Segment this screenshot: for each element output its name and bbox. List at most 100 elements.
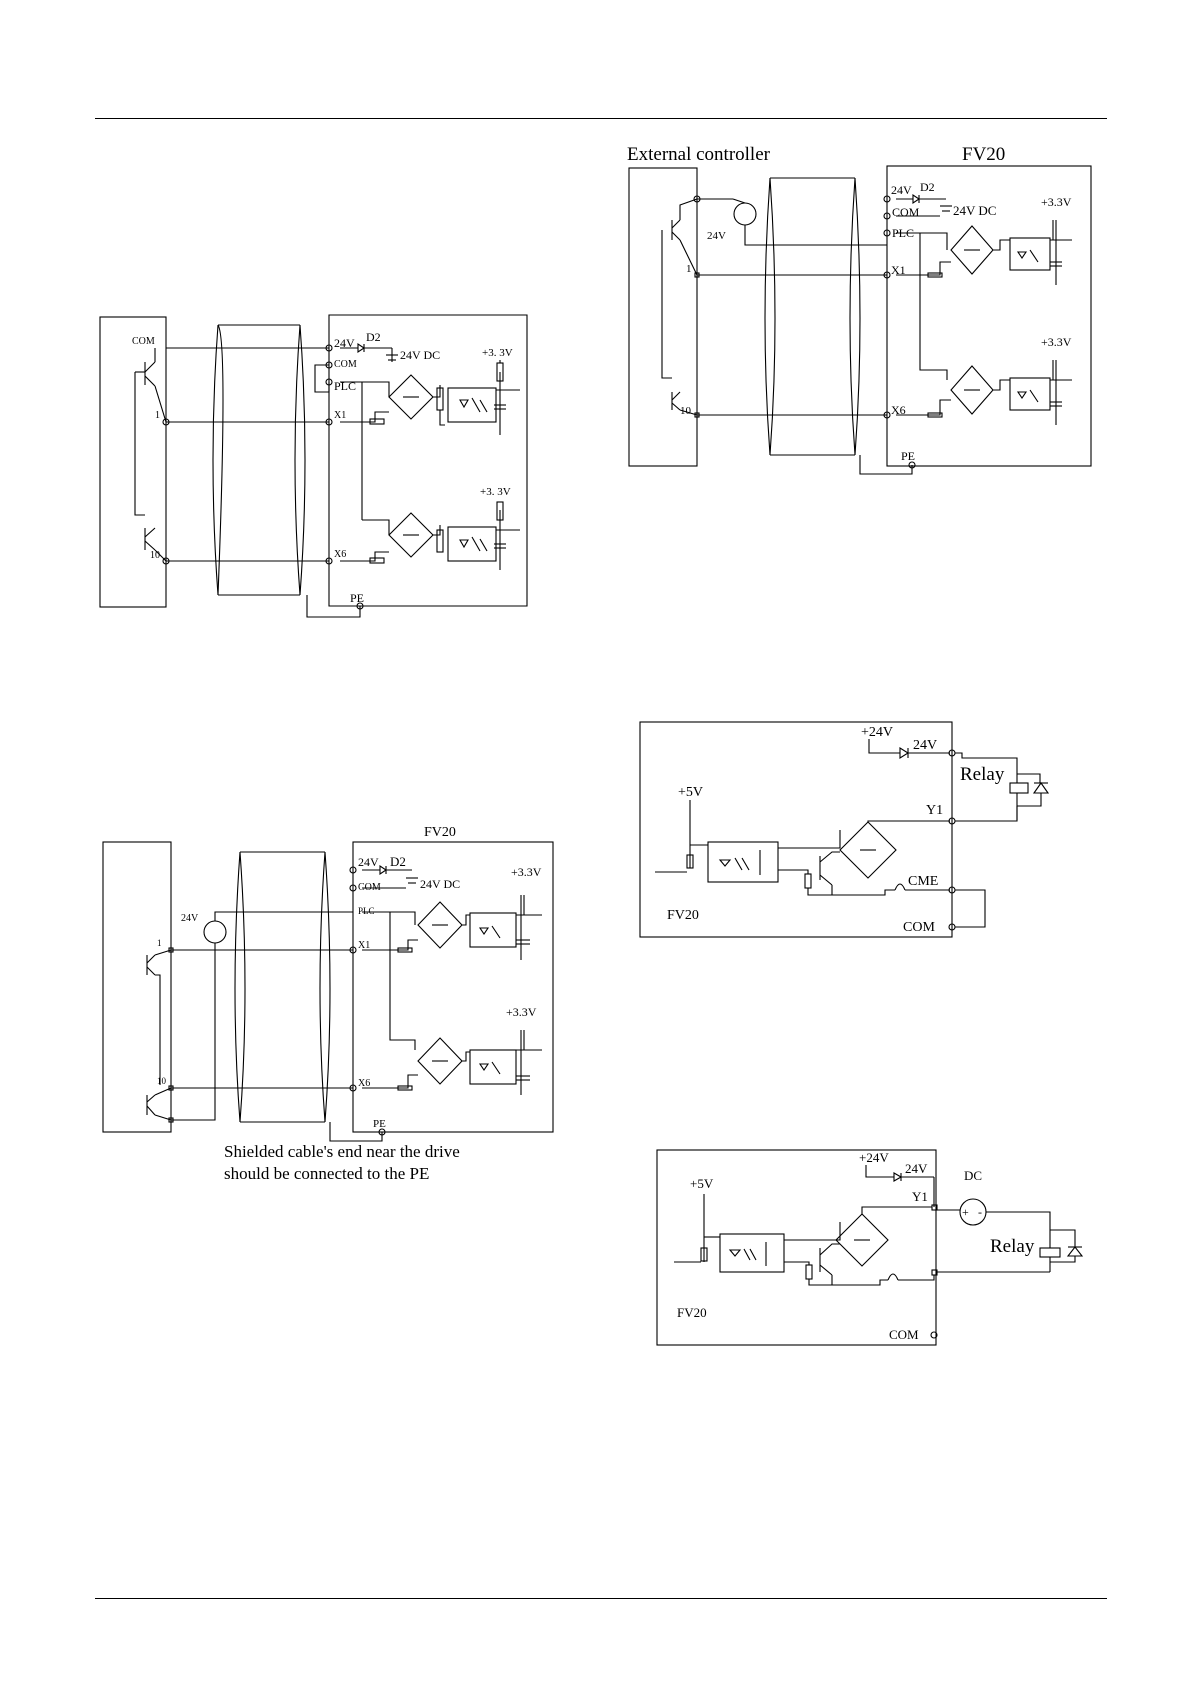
drive-box (639, 721, 953, 938)
label-x1: X1 (891, 263, 906, 277)
rectifier-bridge-2 (417, 1037, 463, 1085)
label-3v3-b: +3. 3V (480, 486, 511, 498)
header-rule (95, 118, 1107, 119)
label-y1: Y1 (912, 1189, 928, 1204)
flyback-diode (1066, 1246, 1084, 1257)
external-controller-box (628, 167, 698, 467)
caption-line-2: should be connected to the PE (224, 1164, 430, 1183)
label-plus: + (962, 1205, 969, 1219)
rectifier-bridge (839, 821, 897, 879)
label-com: COM (132, 336, 155, 347)
relay-coil (1009, 782, 1029, 794)
relay-coil (1039, 1247, 1061, 1258)
external-controller-box (102, 841, 172, 1133)
label-plus-24v: +24V (861, 725, 893, 740)
label-plc: PLC (892, 226, 914, 240)
label-x1: X1 (358, 940, 370, 951)
relay-output-external-dc-diagram: +24V 24V DC +5V Y1 Relay FV20 COM + - (656, 1149, 1084, 1346)
label-d2: D2 (390, 854, 406, 869)
optocoupler-2 (1009, 377, 1051, 411)
label-source-24v: 24V (707, 230, 726, 242)
shield-caption: Shielded cable's end near the drive shou… (224, 1141, 460, 1185)
label-fv20: FV20 (667, 908, 699, 923)
wiring-diagram-2: External controller FV20 (627, 144, 1092, 475)
diode-d2 (357, 342, 365, 354)
label-1: 1 (157, 938, 162, 948)
label-y1: Y1 (926, 803, 943, 818)
label-cme: CME (908, 874, 938, 889)
footer-rule (95, 1598, 1107, 1599)
wiring-diagram-4: +24V 24V Relay +5V Y1 CME FV20 COM (639, 721, 1050, 938)
label-source-24v: 24V (181, 913, 199, 924)
label-com: COM (889, 1327, 919, 1342)
label-24v: 24V (334, 336, 355, 350)
label-com-2: COM (334, 359, 357, 370)
label-24v: 24V (358, 855, 379, 869)
label-24v: 24V (905, 1161, 928, 1176)
wiring-diagram-3: FV20 (102, 825, 554, 1142)
label-plc: PLC (334, 379, 356, 393)
drive-box (656, 1149, 937, 1346)
label-pe: PE (901, 449, 915, 463)
label-24v: 24V (891, 183, 912, 197)
label-1: 1 (155, 410, 160, 421)
label-24v: 24V (913, 738, 937, 753)
optocoupler (719, 1233, 785, 1273)
label-plus-5v: +5V (678, 785, 703, 800)
optocoupler-2 (469, 1049, 517, 1085)
label-fv20: FV20 (677, 1305, 707, 1320)
pe-ground-wire (859, 455, 913, 475)
rectifier-bridge-1 (950, 225, 994, 275)
diode-d2 (379, 864, 387, 876)
label-relay: Relay (990, 1236, 1035, 1257)
label-3v3-a: +3.3V (511, 865, 542, 879)
title-external-controller: External controller (627, 144, 771, 165)
label-com: COM (892, 205, 920, 219)
label-24vdc: 24V DC (400, 348, 440, 362)
label-10: 10 (157, 1076, 167, 1086)
label-pe: PE (373, 1118, 386, 1130)
title-fv20: FV20 (424, 825, 456, 840)
label-com: COM (903, 920, 935, 935)
rectifier-bridge-1 (417, 901, 463, 949)
caption-line-1: Shielded cable's end near the drive (224, 1142, 460, 1161)
label-24vdc: 24V DC (420, 877, 460, 891)
label-plus-24v: +24V (859, 1150, 889, 1165)
label-3v3-a: +3. 3V (482, 347, 513, 359)
label-x6: X6 (334, 549, 346, 560)
rectifier-bridge-2 (388, 512, 434, 558)
rectifier-bridge-2 (950, 365, 994, 415)
rectifier-bridge-1 (388, 374, 434, 420)
label-3v3-a: +3.3V (1041, 195, 1072, 209)
pe-ground-wire (329, 1122, 383, 1142)
drive-box (352, 841, 554, 1133)
label-pe: PE (350, 591, 364, 605)
label-dc: DC (964, 1168, 982, 1183)
external-source-wiring-diagram: FV20 (0, 0, 600, 1200)
optocoupler (707, 841, 779, 883)
pe-ground-wire (306, 595, 361, 618)
label-x6: X6 (891, 403, 906, 417)
optocoupler-1 (469, 912, 517, 948)
label-minus: - (978, 1205, 982, 1219)
wiring-diagram-5: +24V 24V DC +5V Y1 Relay FV20 COM + - (656, 1149, 1084, 1346)
label-x1: X1 (334, 410, 346, 421)
optocoupler-1 (1009, 237, 1051, 271)
drive-box (886, 165, 1092, 467)
label-3v3-b: +3.3V (1041, 335, 1072, 349)
label-d2: D2 (366, 330, 381, 344)
label-10: 10 (680, 405, 692, 417)
label-plus-5v: +5V (690, 1176, 714, 1191)
npn-internal-wiring-diagram: COM 1 10 24V D2 24V DC COM PLC X1 X6 +3.… (0, 0, 600, 620)
relay-output-internal-diagram: +24V 24V Relay +5V Y1 CME FV20 COM (639, 721, 1050, 938)
diode-24v (899, 747, 910, 759)
label-3v3-b: +3.3V (506, 1005, 537, 1019)
label-d2: D2 (920, 180, 935, 194)
external-controller-box (99, 316, 167, 608)
external-controller-wiring-diagram: External controller FV20 (0, 0, 1191, 480)
label-x6: X6 (358, 1078, 370, 1089)
cable-shield-curve (217, 324, 224, 596)
diode-d2 (912, 193, 920, 205)
diode-24v (893, 1172, 903, 1182)
